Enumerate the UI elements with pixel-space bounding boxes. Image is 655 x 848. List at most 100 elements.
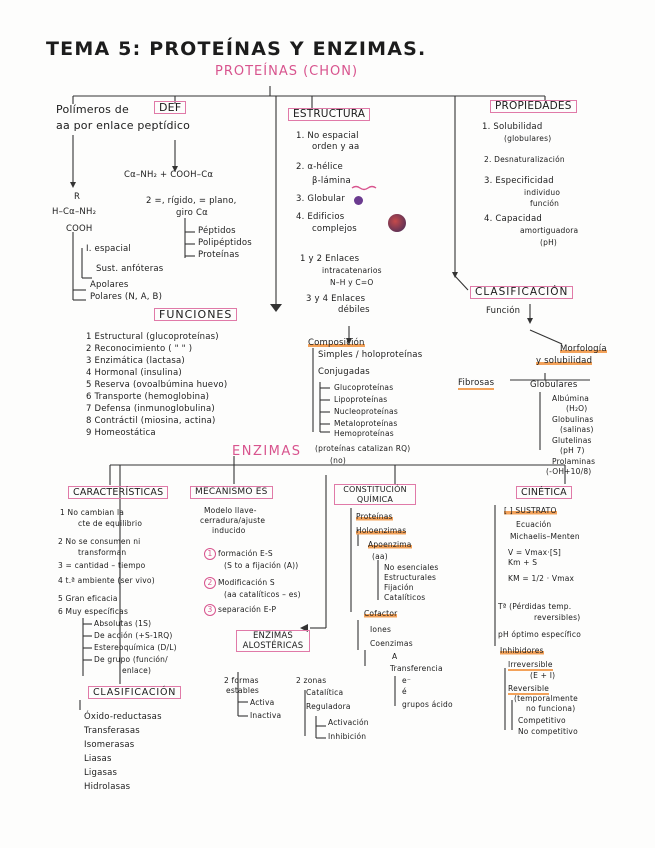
step-3: separación E-P xyxy=(218,605,276,614)
funcion-2: 2 Reconocimiento ( " " ) xyxy=(86,344,192,354)
conj-5: Hemoproteínas xyxy=(334,429,394,438)
carac-4: 4 t.ª ambiente (ser vivo) xyxy=(58,576,155,585)
spec-4: De grupo (función/ xyxy=(94,655,168,664)
amino-cooh: COOH xyxy=(66,224,93,234)
ce-transferencia: Transferencia xyxy=(390,664,443,673)
estructura-box: ESTRUCTURA xyxy=(288,108,370,121)
ce-e: e⁻ xyxy=(402,676,411,685)
glob-4: Prolaminas xyxy=(552,457,595,466)
rev-1: (temporalmente xyxy=(514,694,578,703)
funcion-7: 7 Defensa (inmunoglobulina) xyxy=(86,404,215,414)
conj-3: Nucleoproteínas xyxy=(334,407,398,416)
side-2: Sust. anfóteras xyxy=(96,264,163,274)
conj-4: Metaloproteínas xyxy=(334,419,397,428)
carac-1: 1 No cambian la xyxy=(60,508,124,517)
caracteristicas-box: CARACTERÍSTICAS xyxy=(68,486,168,499)
funcion-6: 6 Transporte (hemoglobina) xyxy=(86,392,209,402)
apo-item-1: No esenciales xyxy=(384,563,438,572)
cin-eq-2: Michaelis–Menten xyxy=(510,532,580,541)
carac-6: 6 Muy específicas xyxy=(58,607,128,616)
estr-2: 2. α-hélice xyxy=(296,162,343,172)
const-holoenzimas: Holoenzimas xyxy=(356,526,406,535)
const-cofactor: Cofactor xyxy=(364,609,397,618)
ce-e2: é xyxy=(402,687,407,696)
carac-5: 5 Gran eficacia xyxy=(58,594,118,603)
clasificacion-enzimas-box: CLASIFICACIÓN xyxy=(88,686,181,699)
clasif-enz-2: Transferasas xyxy=(84,726,140,736)
alostericas-box: ENZIMAS ALOSTÉRICAS xyxy=(236,630,310,652)
step-1b: (S to a fijación (A)) xyxy=(224,561,298,570)
clasif-enz-1: Óxido-reductasas xyxy=(84,712,162,722)
estr-4b: complejos xyxy=(312,224,357,234)
composicion-head: Composición xyxy=(308,338,365,348)
clasif-solubilidad: y solubilidad xyxy=(536,356,592,366)
apo-item-2: Estructurales xyxy=(384,573,436,582)
propiedades-box: PROPIEDADES xyxy=(490,100,577,113)
glob-1: Albúmina xyxy=(552,394,589,403)
alo-catalitica: Catalítica xyxy=(306,688,343,697)
cin-t: Tª (Pérdidas temp. xyxy=(498,602,571,611)
rev-4: No competitivo xyxy=(518,727,578,736)
rev-3: Competitivo xyxy=(518,716,566,725)
clasif-globulares: Globulares xyxy=(530,380,577,390)
composicion-conjugadas: Conjugadas xyxy=(318,367,370,377)
const-apo-sub: (aa) xyxy=(372,552,388,561)
funcion-1: 1 Estructural (glucoproteínas) xyxy=(86,332,219,342)
clasif-enz-4: Liasas xyxy=(84,754,112,764)
clasif-enz-5: Ligasas xyxy=(84,768,117,778)
polar-2: Polares (N, A, B) xyxy=(90,292,162,302)
carac-2: 2 No se consumen ni xyxy=(58,537,140,546)
cin-eq-4: Km + S xyxy=(508,558,537,567)
funcion-5: 5 Reserva (ovoalbúmina huevo) xyxy=(86,380,227,390)
step-3-marker: 3 xyxy=(204,604,216,616)
model-1: Modelo llave- xyxy=(204,506,257,515)
step-1-marker: 1 xyxy=(204,548,216,560)
alo-activa: Activa xyxy=(250,698,274,707)
page-title: TEMA 5: PROTEÍNAS Y ENZIMAS. xyxy=(46,38,426,60)
level-2: Polipéptidos xyxy=(198,238,252,248)
side-1: I. espacial xyxy=(86,244,131,254)
step-2-marker: 2 xyxy=(204,577,216,589)
model-2: cerradura/ajuste xyxy=(200,516,265,525)
clasif-enz-6: Hidrolasas xyxy=(84,782,130,792)
prop-3: 3. Especificidad xyxy=(484,176,554,186)
carac-3: 3 = cantidad – tiempo xyxy=(58,561,145,570)
spec-3: Estereoquímica (D/L) xyxy=(94,643,177,652)
clasif-funcion: Función xyxy=(486,306,520,316)
const-proteinas: Proteínas xyxy=(356,512,393,521)
step-1: formación E-S xyxy=(218,549,273,558)
clasificacion-proteinas-box: CLASIFICACIÓN xyxy=(470,286,573,299)
cin-eq-1: Ecuación xyxy=(516,520,551,529)
prop-2: 2. Desnaturalización xyxy=(484,155,565,164)
estr-3: 3. Globular xyxy=(296,194,345,204)
alo-left-1: 2 formas xyxy=(224,676,259,685)
cin-t2: reversibles) xyxy=(534,613,580,622)
alo-right-1: 2 zonas xyxy=(296,676,326,685)
amino-r: R xyxy=(74,192,80,202)
funcion-8: 8 Contráctil (miosina, actina) xyxy=(86,416,216,426)
carac-1b: cte de equilibrio xyxy=(78,519,142,528)
level-1: Péptidos xyxy=(198,226,236,236)
step-2: Modificación S xyxy=(218,578,275,587)
alo-activacion: Activación xyxy=(328,718,369,727)
level-3: Proteínas xyxy=(198,250,239,260)
cin-ph: pH óptimo específico xyxy=(498,630,581,639)
spec-1: Absolutas (1S) xyxy=(94,619,151,628)
polar-1: Apolares xyxy=(90,280,129,290)
step-2b: (aa catalíticos – es) xyxy=(224,590,301,599)
peptide-eq: 2 =, rígido, = plano, xyxy=(146,196,237,206)
prop-4c: (pH) xyxy=(540,238,557,247)
proteinas-header: PROTEÍNAS (CHON) xyxy=(215,66,358,77)
funcion-4: 4 Hormonal (insulina) xyxy=(86,368,182,378)
cin-eq-5: KM = 1/2 · Vmax xyxy=(508,574,574,583)
composicion-simples: Simples / holoproteínas xyxy=(318,350,422,360)
cin-sustrato: [ ] SUSTRATO xyxy=(504,506,557,515)
alo-inhibicion: Inhibición xyxy=(328,732,366,741)
prop-1: 1. Solubilidad xyxy=(482,122,542,132)
prop-1b: (globulares) xyxy=(504,134,551,143)
prop-4: 4. Capacidad xyxy=(484,214,542,224)
clasif-morfologia: Morfología xyxy=(560,344,607,354)
enlaces-1a: 1 y 2 Enlaces xyxy=(300,254,359,264)
estr-2b: β-lámina xyxy=(312,176,351,186)
enlaces-2a: 3 y 4 Enlaces xyxy=(306,294,365,304)
